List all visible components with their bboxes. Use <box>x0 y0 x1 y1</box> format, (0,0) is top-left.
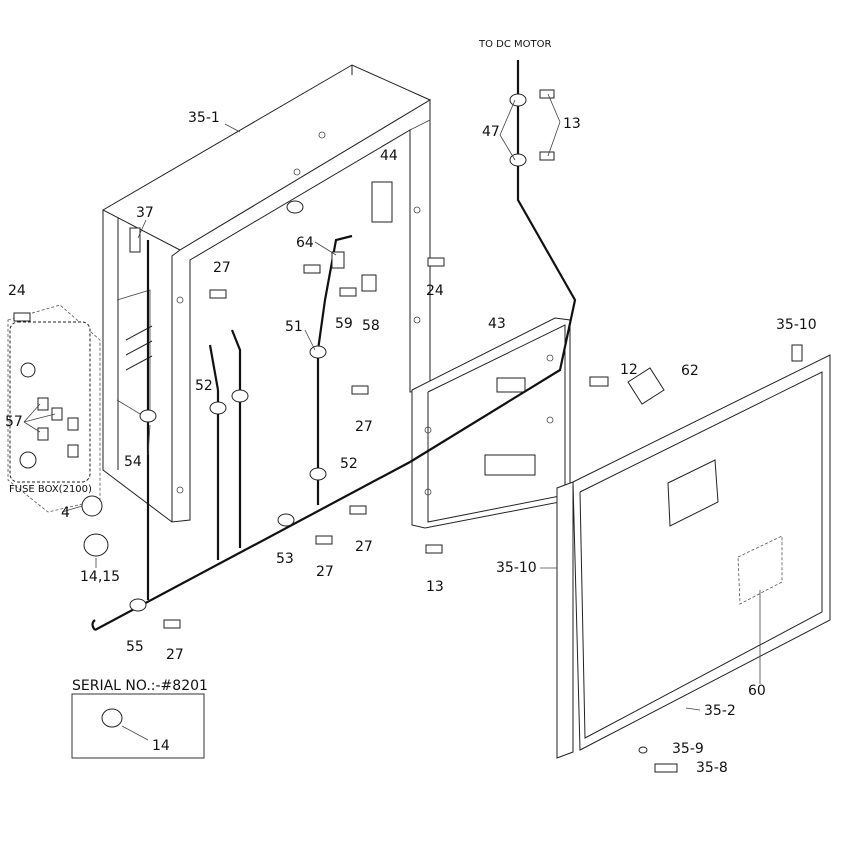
callout-13: 13 <box>426 579 444 595</box>
callout-54: 54 <box>124 454 142 470</box>
fuse-box <box>7 304 101 513</box>
callout-13: 13 <box>563 116 581 132</box>
callout-35-1: 35-1 <box>188 110 220 126</box>
callout-35-10: 35-10 <box>776 317 817 333</box>
enclosure-35-1 <box>101 64 432 523</box>
callout-52: 52 <box>195 378 213 394</box>
to-dc-motor-label: TO DC MOTOR <box>478 39 551 50</box>
fuse-box-label: FUSE BOX(2100) <box>9 484 92 495</box>
callout-51: 51 <box>285 319 303 335</box>
serial-note-label: SERIAL NO.:-#8201 <box>72 678 208 694</box>
callout-57: 57 <box>5 414 23 430</box>
callout-58: 58 <box>362 318 380 334</box>
cover-panel-35-2 <box>556 344 831 759</box>
callout-35-9: 35-9 <box>672 741 704 757</box>
callout-14-15: 14,15 <box>80 569 120 585</box>
leader-lines <box>61 93 761 711</box>
callout-27: 27 <box>213 260 231 276</box>
callout-35-2: 35-2 <box>704 703 736 719</box>
callout-27: 27 <box>355 419 373 435</box>
callout-55: 55 <box>126 639 144 655</box>
callout-60: 60 <box>748 683 766 699</box>
callout-59: 59 <box>335 316 353 332</box>
controller-43 <box>411 317 571 529</box>
serial-note-box <box>71 693 205 759</box>
callout-52: 52 <box>340 456 358 472</box>
callout-53: 53 <box>276 551 294 567</box>
callout-44: 44 <box>380 148 398 164</box>
callout-14: 14 <box>152 738 170 754</box>
callout-47: 47 <box>482 124 500 140</box>
callout-4: 4 <box>61 505 70 521</box>
callout-43: 43 <box>488 316 506 332</box>
fasteners <box>13 89 678 773</box>
callout-35-10: 35-10 <box>496 560 537 576</box>
callout-24: 24 <box>426 283 444 299</box>
callout-37: 37 <box>136 205 154 221</box>
callout-62: 62 <box>681 363 699 379</box>
callout-27: 27 <box>355 539 373 555</box>
callout-27: 27 <box>316 564 334 580</box>
callout-35-8: 35-8 <box>696 760 728 776</box>
callout-27: 27 <box>166 647 184 663</box>
callout-64: 64 <box>296 235 314 251</box>
callout-24: 24 <box>8 283 26 299</box>
callout-12: 12 <box>620 362 638 378</box>
